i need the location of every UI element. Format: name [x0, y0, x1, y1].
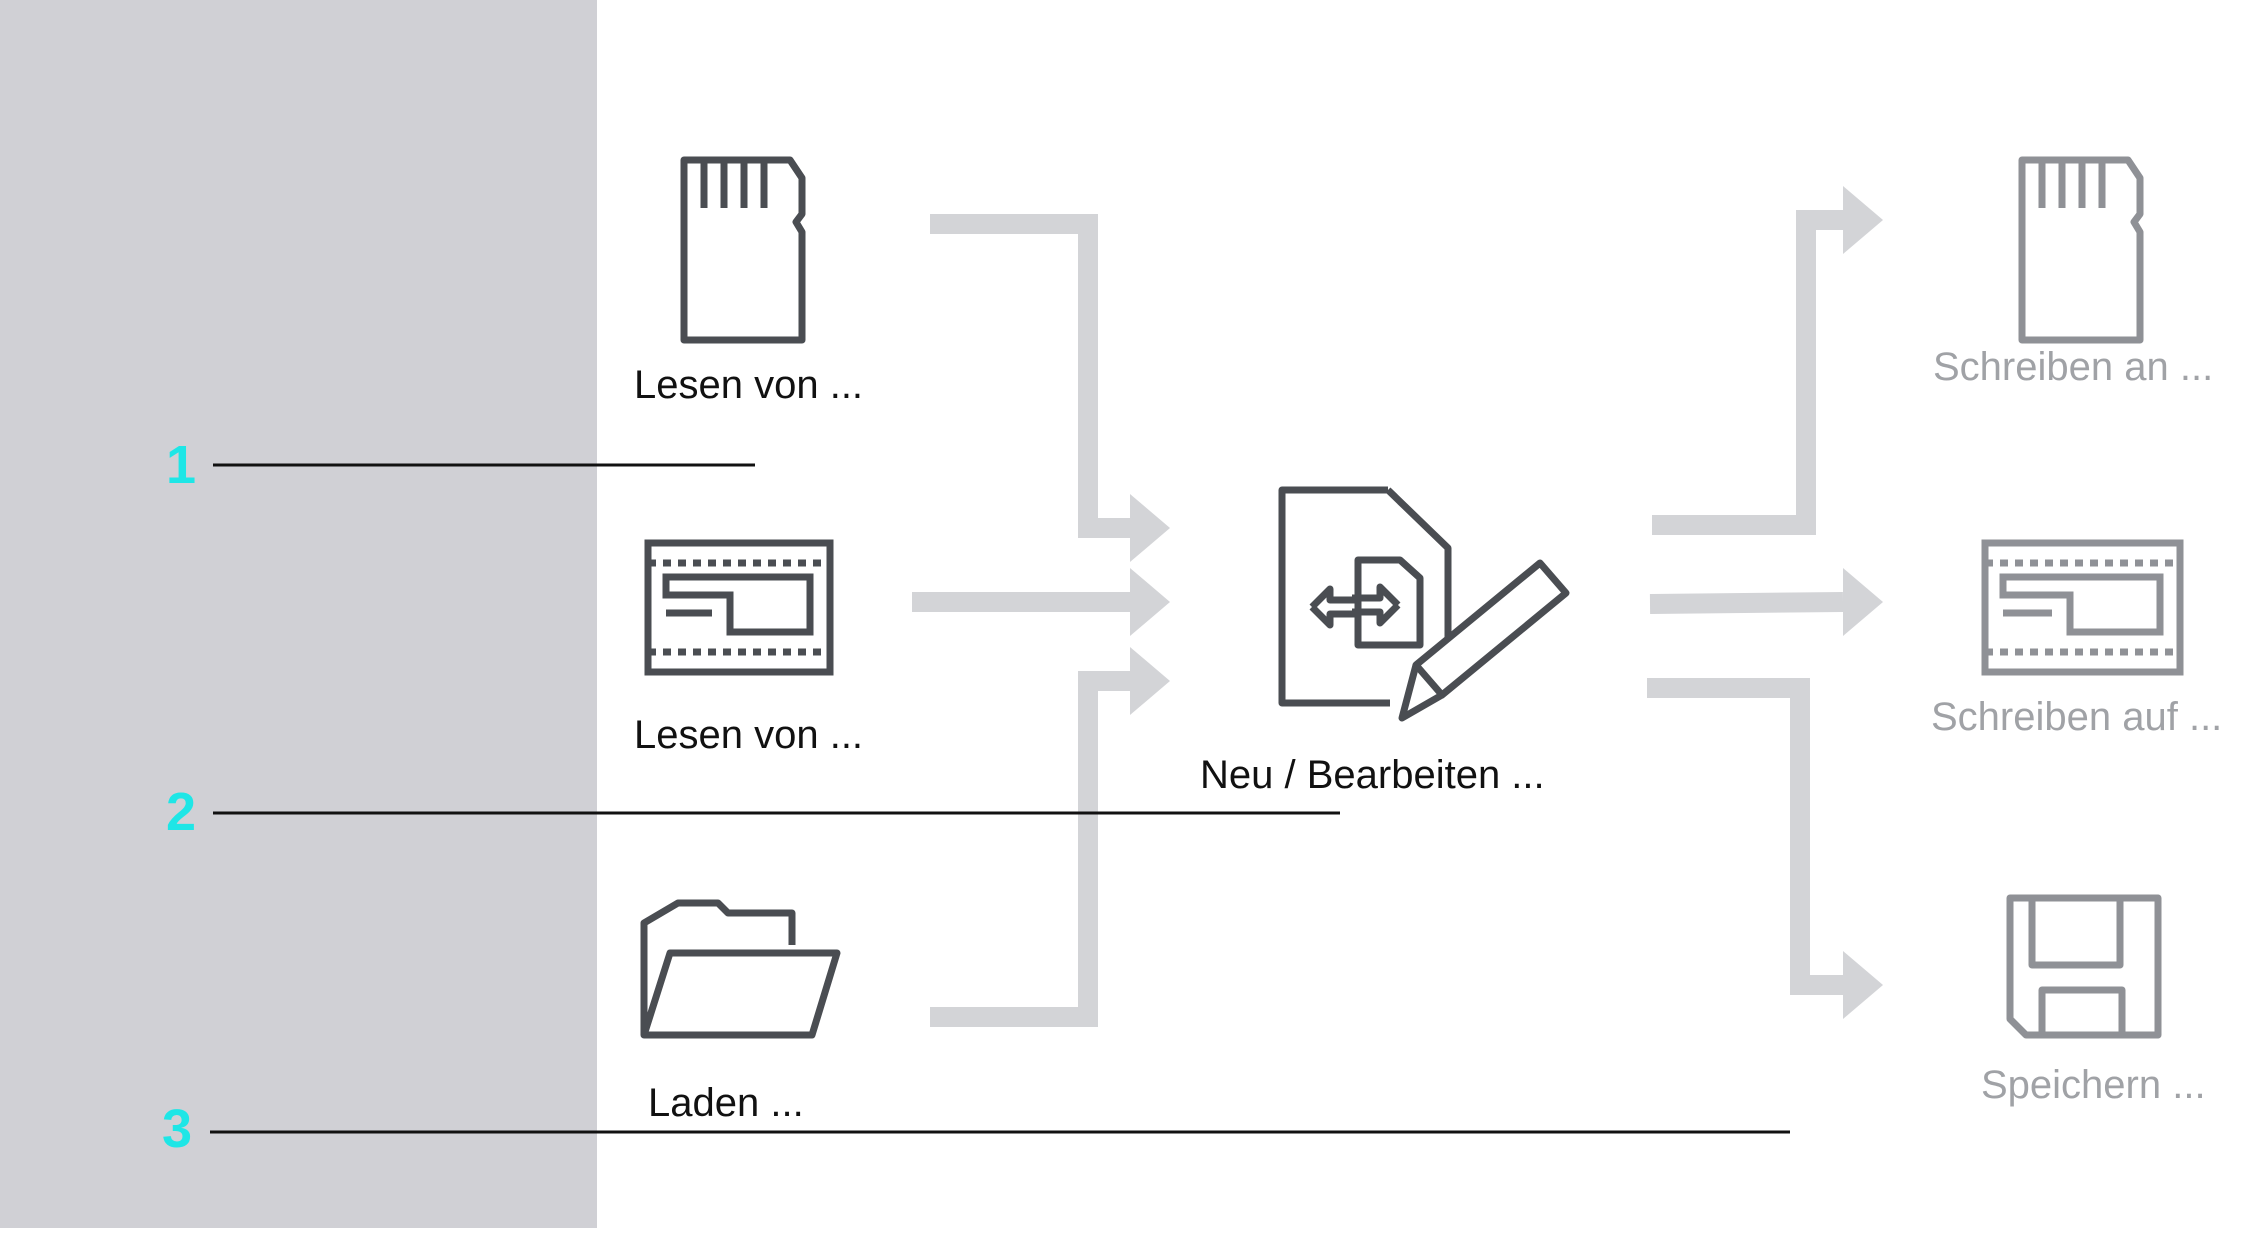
arrow-center-to-module — [1649, 592, 1844, 614]
source-label-file: Laden ... — [648, 1081, 804, 1125]
arrowhead-out-save — [1843, 951, 1883, 1019]
floppy-disk-icon — [2006, 894, 2162, 1039]
source-label-module: Lesen von ... — [634, 713, 864, 757]
input-arrowheads — [1130, 494, 1170, 715]
arrowhead-out-module — [1843, 568, 1883, 636]
arrow-sd-to-center — [930, 214, 1130, 538]
memory-module-icon — [1981, 539, 2184, 676]
callout-number-3: 3 — [162, 1099, 193, 1159]
center-label: Neu / Bearbeiten ... — [1200, 753, 1545, 797]
edit-document-icon — [1278, 486, 1570, 722]
sidebar-panel — [0, 0, 597, 1228]
folder-open-icon — [640, 899, 841, 1039]
arrow-file-to-center — [930, 671, 1130, 1027]
output-arrowheads — [1843, 186, 1883, 1019]
target-label-save: Speichern ... — [1981, 1063, 2206, 1107]
target-label-module: Schreiben auf ... — [1931, 695, 2223, 739]
sd-card-icon — [680, 156, 806, 344]
callout-number-1: 1 — [166, 435, 197, 495]
arrowhead-sd — [1130, 494, 1170, 562]
arrowhead-module — [1130, 568, 1170, 636]
sd-card-icon — [2018, 156, 2144, 344]
output-arrows — [1647, 210, 1844, 995]
arrow-center-to-sd — [1652, 210, 1843, 535]
arrowhead-file — [1130, 647, 1170, 715]
target-label-sd: Schreiben an ... — [1933, 345, 2214, 389]
callout-number-2: 2 — [166, 782, 197, 842]
memory-module-icon — [644, 539, 834, 676]
arrowhead-out-sd — [1843, 186, 1883, 254]
callout-lines — [210, 463, 1790, 1134]
arrow-center-to-save — [1647, 678, 1843, 995]
input-arrows — [912, 214, 1130, 1027]
source-label-sd: Lesen von ... — [634, 363, 864, 407]
